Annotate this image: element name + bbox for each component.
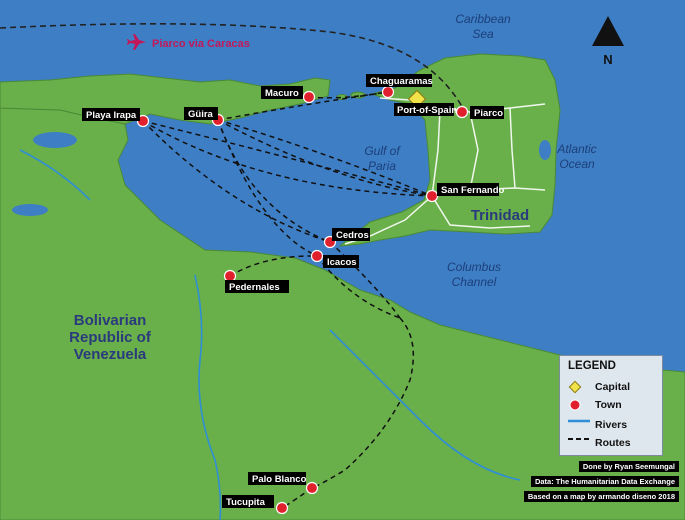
town-label-san-fernando: San Fernando [441, 185, 505, 196]
country-labels: Bolivarian Republic of Venezuela Trinida… [69, 207, 529, 363]
water-columbus-2: Channel [452, 275, 497, 289]
town-label-palo-blanco: Palo Blanco [252, 474, 307, 485]
legend-label-rivers: Rivers [595, 419, 628, 431]
town-label-tucupita: Tucupita [226, 497, 266, 508]
town-label-cedros: Cedros [336, 230, 369, 241]
water-gulf-2: Paria [368, 159, 396, 173]
lagoons [12, 132, 551, 216]
water-gulf-1: Gulf of [364, 144, 401, 158]
town-marker-pedernales [223, 269, 237, 283]
route-dash-icon [568, 436, 590, 450]
venezuela-label-2: Republic of [69, 329, 152, 346]
water-atlantic-2: Ocean [559, 157, 595, 171]
water-columbus-1: Columbus [447, 260, 501, 274]
north-label: N [603, 52, 612, 67]
legend-item-rivers: Rivers [568, 418, 627, 432]
town-marker-palo-blanco [305, 481, 319, 495]
ferry-routes [142, 91, 433, 509]
venezuela-label-1: Bolivarian [74, 312, 147, 329]
water-atlantic-1: Atlantic [556, 142, 596, 156]
trinidad-island [338, 53, 561, 247]
flight-route [0, 23, 466, 113]
water-labels: Caribbean Sea Gulf of Paria Atlantic Oce… [364, 12, 596, 289]
town-label-macuro: Macuro [265, 88, 299, 99]
town-label-chaguaramas: Chaguaramas [370, 76, 433, 87]
legend-item-capital: Capital [568, 380, 630, 394]
legend-label-town: Town [595, 399, 622, 411]
legend-item-town: Town [568, 398, 622, 412]
dot-icon [568, 398, 590, 412]
water-caribbean-1: Caribbean [455, 12, 511, 26]
town-label-playa-irapa: Playa Irapa [86, 110, 137, 121]
north-arrow-icon: N [592, 16, 624, 67]
rivers [19, 149, 521, 520]
flight-label: Piarco via Caracas [152, 38, 250, 50]
legend: LEGEND Capital Town Rivers Routes [559, 355, 663, 456]
credit-author: Done by Ryan Seemungal [578, 461, 679, 472]
venezuela-label-3: Venezuela [74, 346, 147, 363]
legend-item-routes: Routes [568, 436, 631, 450]
legend-label-routes: Routes [595, 437, 631, 449]
town-label-piarco: Piarco [474, 108, 503, 119]
capital-label: Port-of-Spain [397, 105, 457, 116]
town-label-guira: Güira [188, 109, 214, 120]
water-caribbean-2: Sea [472, 27, 494, 41]
credit-based-on: Based on a map by armando diseno 2018 [523, 491, 679, 502]
town-marker-piarco [455, 105, 469, 119]
town-marker-san-fernando [425, 189, 439, 203]
town-labels: Playa Irapa Güira Macuro Chaguaramas Pia… [82, 74, 505, 508]
town-marker-icacos [310, 249, 324, 263]
town-label-icacos: Icacos [327, 257, 357, 268]
diamond-icon [568, 380, 590, 394]
credit-data: Data: The Humanitarian Data Exchange [530, 476, 679, 487]
town-marker-chaguaramas [381, 85, 395, 99]
town-marker-macuro [302, 90, 316, 104]
legend-title: LEGEND [568, 360, 616, 372]
town-marker-tucupita [275, 501, 289, 515]
river-line-icon [568, 418, 590, 432]
north-arrow: N [590, 14, 626, 70]
capital-label-bg [394, 103, 454, 116]
airplane-icon [127, 34, 146, 50]
legend-label-capital: Capital [595, 381, 631, 393]
town-label-pedernales: Pedernales [229, 282, 280, 293]
trinidad-label: Trinidad [471, 207, 529, 224]
